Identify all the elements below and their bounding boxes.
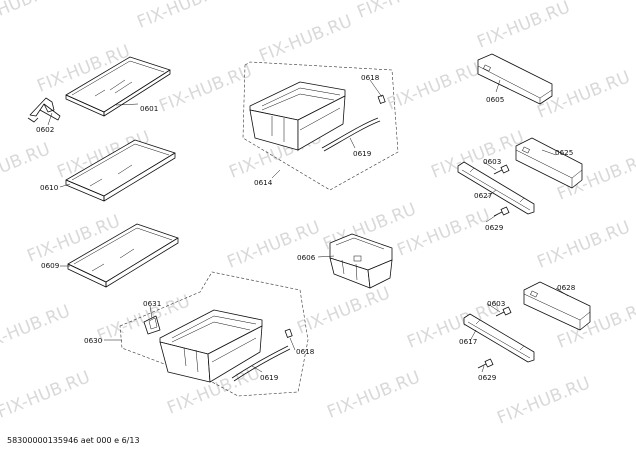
svg-text:FIX-HUB.RU: FIX-HUB.RU: [294, 283, 393, 338]
shelf-bracket-0602: [27, 97, 61, 123]
svg-text:FIX-HUB.RU: FIX-HUB.RU: [494, 373, 593, 428]
label-0619-top: 0619: [353, 149, 372, 158]
screw-0603-upper: [493, 164, 510, 175]
label-0618-bottom: 0618: [296, 347, 315, 356]
svg-text:FIX-HUB.RU: FIX-HUB.RU: [134, 0, 233, 33]
label-0602: 0602: [36, 125, 54, 134]
svg-text:FIX-HUB.RU: FIX-HUB.RU: [256, 11, 355, 66]
leader-lines: [47, 79, 569, 373]
svg-text:FIX-HUB.RU: FIX-HUB.RU: [156, 61, 255, 116]
watermark-layer: FIX-HUB.RU FIX-HUB.RU FIX-HUB.RU FIX-HUB…: [0, 0, 636, 429]
svg-text:FIX-HUB.RU: FIX-HUB.RU: [534, 217, 633, 272]
part-labels: 0601 0602 0610 0609 0618 0619 0614 0606 …: [36, 73, 576, 382]
svg-text:FIX-HUB.RU: FIX-HUB.RU: [0, 0, 63, 33]
svg-text:FIX-HUB.RU: FIX-HUB.RU: [474, 0, 573, 53]
label-0629-top: 0629: [485, 223, 504, 232]
document-footer: 58300000135946 aet 000 e 6/13: [7, 436, 140, 445]
label-0609: 0609: [41, 261, 60, 270]
drawer-assembly-0630: [119, 271, 309, 397]
label-0629-bottom: 0629: [478, 373, 497, 382]
label-0627: 0627: [474, 191, 492, 200]
label-0601: 0601: [140, 104, 158, 113]
svg-text:FIX-HUB.RU: FIX-HUB.RU: [384, 59, 483, 114]
drawer-assembly-0614: [242, 61, 399, 191]
slide-assembly-lower: [463, 281, 591, 369]
label-0630: 0630: [84, 336, 103, 345]
glass-shelf-0601: [65, 56, 171, 117]
label-0614: 0614: [254, 178, 273, 187]
label-0619-bottom: 0619: [260, 373, 279, 382]
svg-text:FIX-HUB.RU: FIX-HUB.RU: [224, 217, 323, 272]
label-0603-top: 0603: [483, 157, 501, 166]
label-0606: 0606: [297, 253, 316, 262]
label-0603-bottom: 0603: [487, 299, 505, 308]
label-0625: 0625: [555, 148, 573, 157]
label-0617: 0617: [459, 337, 477, 346]
svg-text:FIX-HUB.RU: FIX-HUB.RU: [354, 0, 453, 23]
label-0628: 0628: [557, 283, 576, 292]
label-0631: 0631: [143, 299, 161, 308]
label-0610: 0610: [40, 183, 59, 192]
svg-text:FIX-HUB.RU: FIX-HUB.RU: [324, 367, 423, 422]
cover-0605: [477, 53, 553, 105]
glass-shelf-0610: [65, 139, 176, 202]
screw-0629-upper: [493, 206, 510, 217]
svg-text:FIX-HUB.RU: FIX-HUB.RU: [0, 301, 73, 356]
door-bin-0606: [329, 233, 393, 289]
label-0605: 0605: [486, 95, 504, 104]
label-0618-top: 0618: [361, 73, 380, 82]
svg-text:FIX-HUB.RU: FIX-HUB.RU: [0, 367, 93, 422]
screw-0603-lower: [495, 306, 512, 317]
screw-0629-lower: [477, 358, 494, 369]
glass-shelf-0609: [67, 223, 179, 288]
